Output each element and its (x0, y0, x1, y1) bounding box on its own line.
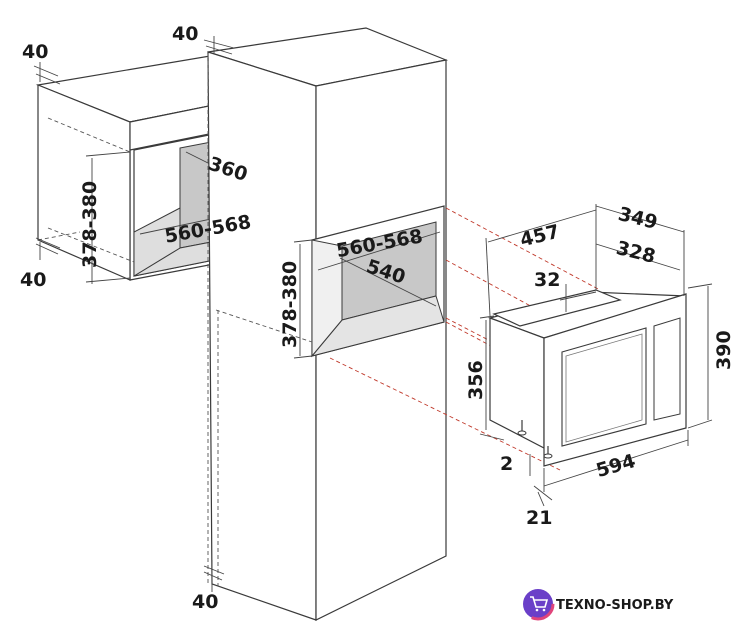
tall-cabinet (207, 27, 449, 621)
label-oven-height-front: 390 (713, 330, 735, 370)
label-oven-width: 594 (594, 450, 638, 482)
tall-cabinet-dimensions (203, 36, 441, 592)
label-wall-height: 378-380 (79, 181, 101, 268)
label-wall-bottom-gap: 40 (20, 269, 46, 291)
brand-logo: TEXNO-SHOP.BY (521, 587, 674, 621)
microwave-oven (488, 289, 687, 467)
label-top-right-gap: 40 (172, 23, 198, 45)
logo-text: TEXNO-SHOP.BY (556, 598, 674, 613)
label-top-left-gap: 40 (22, 41, 48, 63)
label-oven-depth-inner: 328 (614, 237, 658, 268)
label-oven-height-body: 356 (465, 360, 487, 400)
label-oven-front-thickness: 21 (526, 507, 552, 529)
label-tall-bottom-gap: 40 (192, 591, 218, 613)
label-oven-top-step: 32 (534, 269, 560, 291)
cart-icon (530, 596, 549, 612)
label-oven-bottom-offset: 2 (500, 453, 513, 475)
label-oven-depth-body: 349 (616, 203, 660, 234)
microwave-dimensions (479, 204, 713, 507)
label-oven-depth-total: 457 (518, 221, 562, 252)
label-tall-height: 378-380 (279, 261, 301, 348)
